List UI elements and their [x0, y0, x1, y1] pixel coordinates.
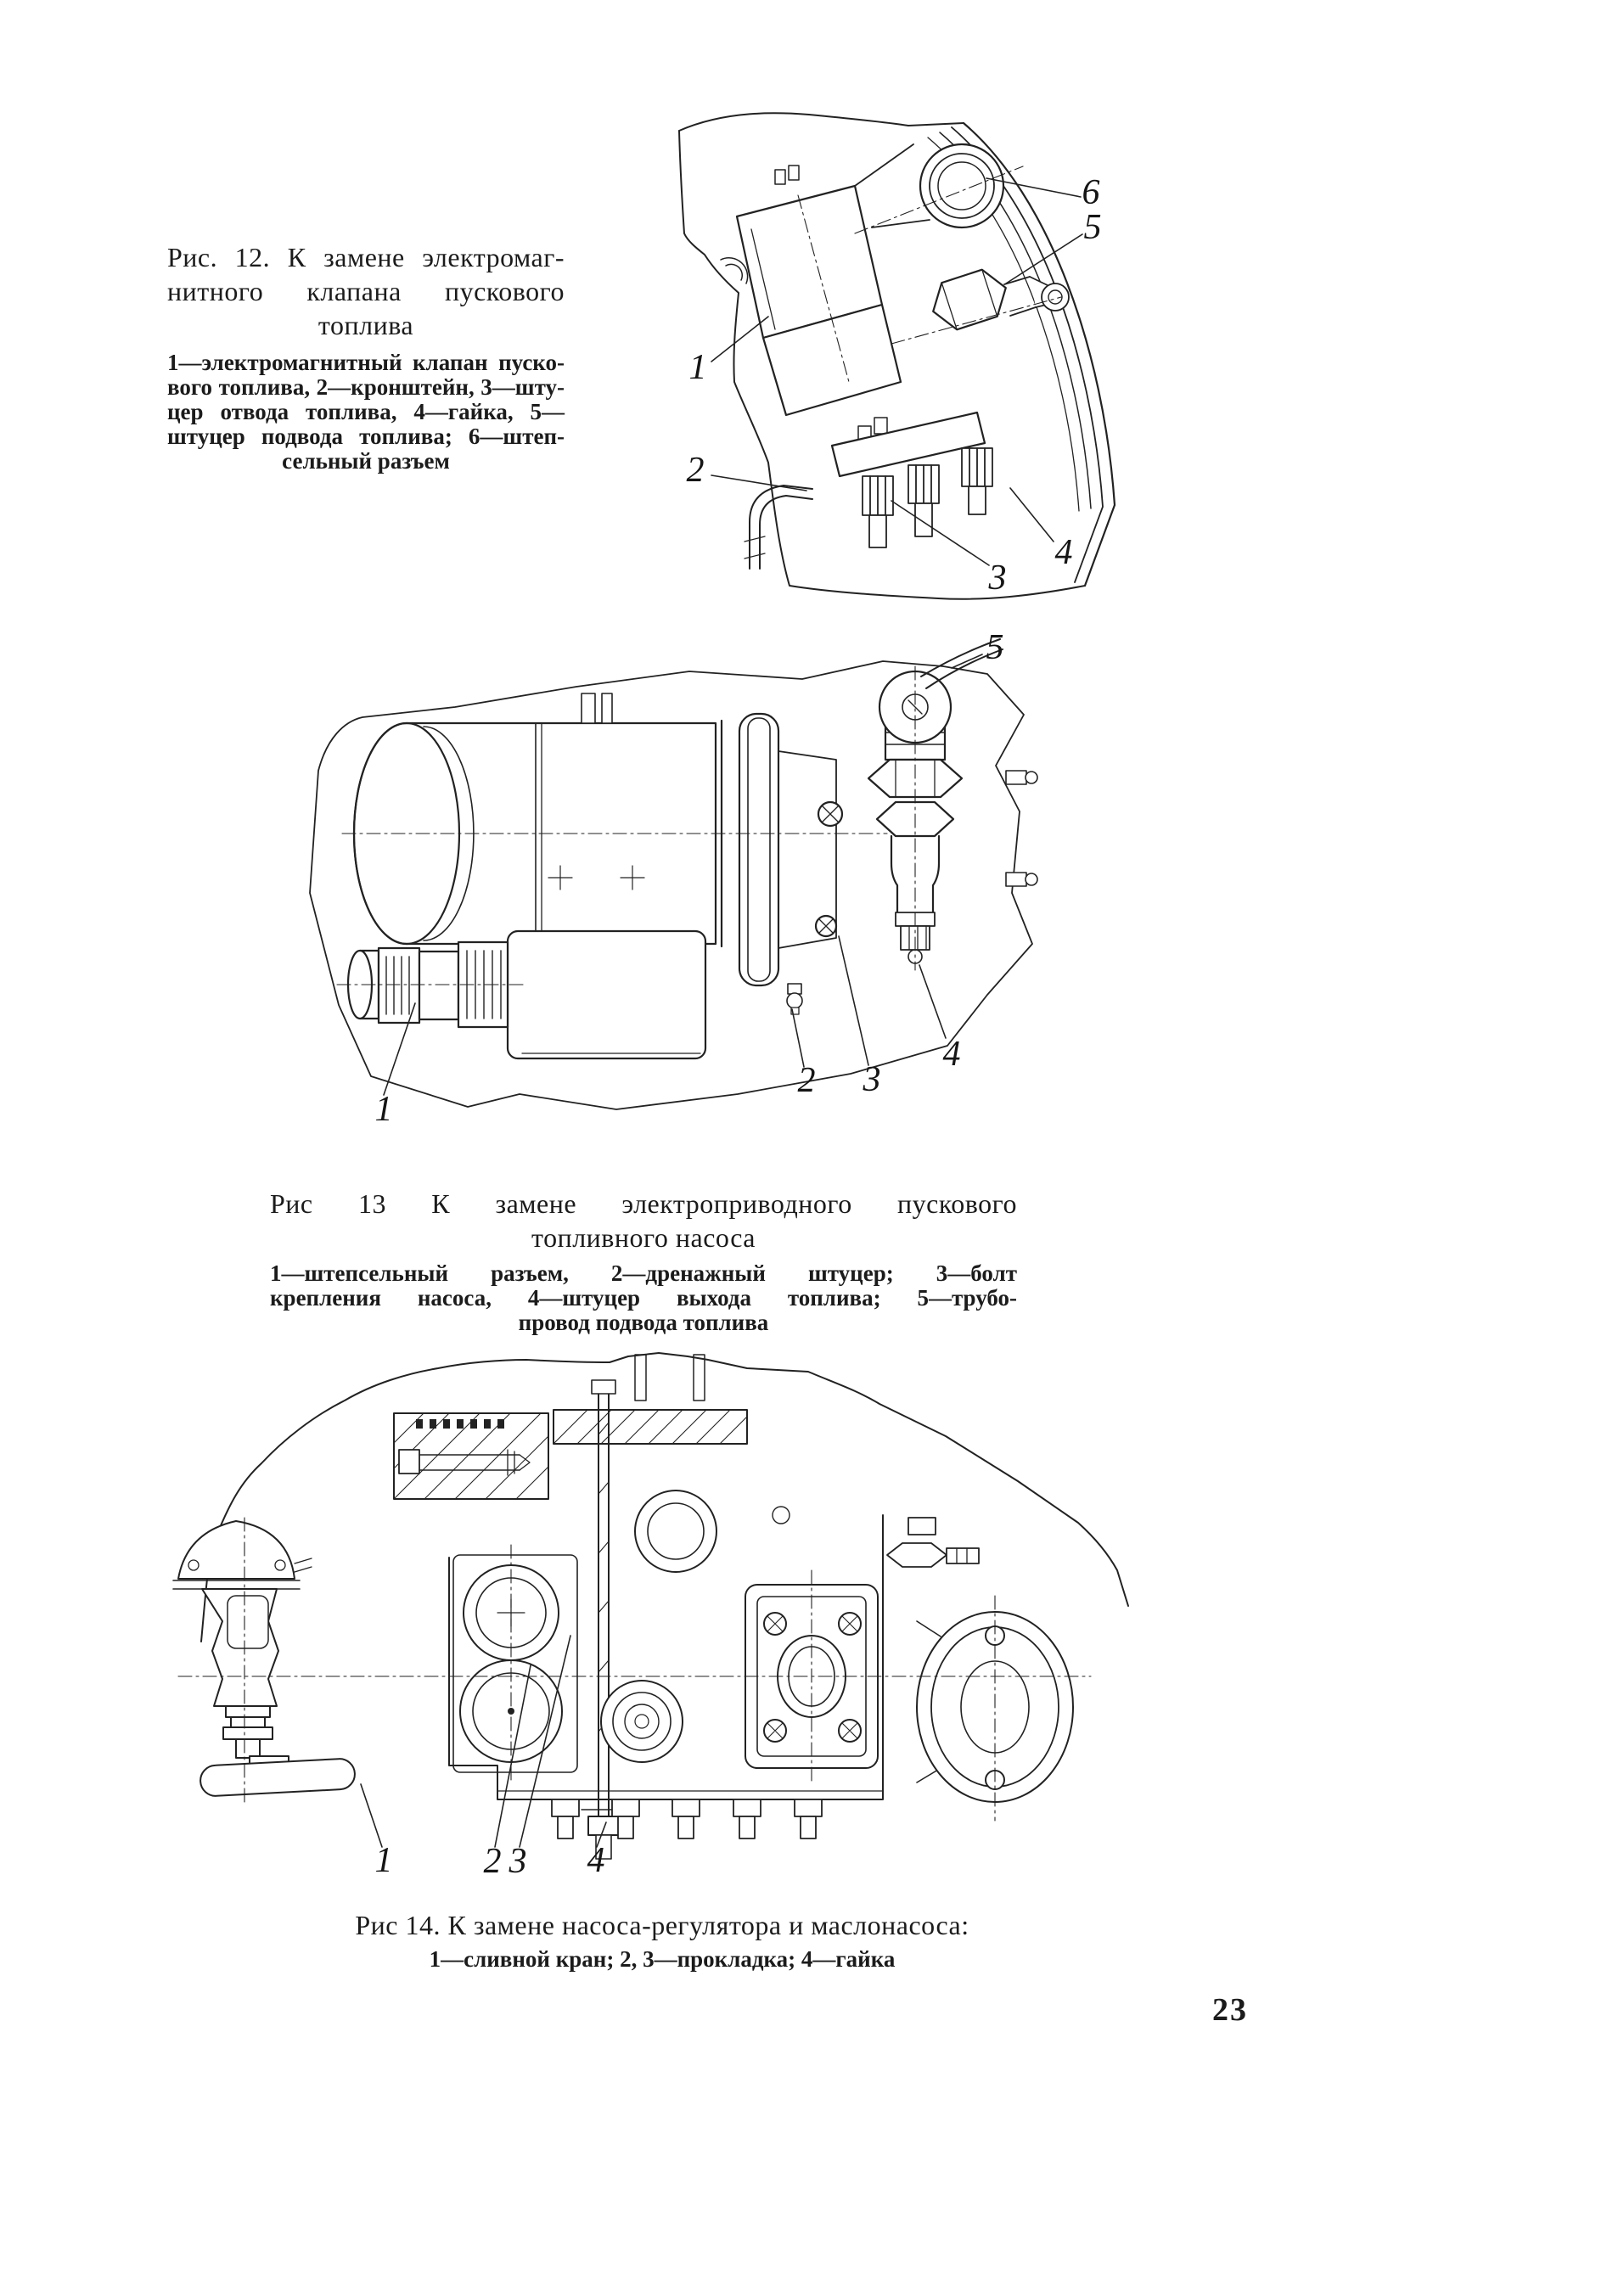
fig12-title-line: топлива — [317, 310, 414, 340]
fig12-legend-line: 1—электромагнитный клапан пуско- — [167, 350, 565, 375]
fig13-illustration — [309, 638, 1038, 1110]
fig13-callout-2: 2 — [797, 1061, 816, 1100]
fig12-callout-5: 5 — [1083, 208, 1102, 247]
fig13-title-line: Рис 13 К замене электроприводного пусков… — [270, 1188, 1017, 1219]
fig14-centerlines — [177, 1517, 1092, 1822]
fig13-leaders — [383, 654, 983, 1096]
fig13-lower-box — [506, 929, 707, 1060]
fig14-hatch-block-b — [416, 1409, 748, 1445]
fig13-legend-line: провод подвода топлива — [518, 1310, 769, 1335]
fig14-drawing: 1 2 3 4 — [102, 1341, 1172, 1889]
fig12-legend-line: сельный разъем — [282, 448, 450, 474]
fig13-drain-nipple — [786, 983, 803, 1015]
fig14-illustration — [172, 1352, 1129, 1860]
fig12-title-line: нитного клапана пускового — [167, 276, 565, 306]
fig14-upper-circle — [634, 1490, 717, 1573]
fig12-callout-6: 6 — [1082, 173, 1100, 212]
fig13-legend-line: 1—штепсельный разъем, 2—дренажный штуцер… — [270, 1260, 1017, 1286]
fig14-port-circles — [600, 1680, 683, 1763]
fig14-callout-4: 4 — [587, 1841, 605, 1880]
fig12-callout-2: 2 — [686, 451, 705, 490]
fig14-callout-1: 1 — [374, 1841, 393, 1880]
fig13-caption: Рис 13 К замене электроприводного пусков… — [270, 1187, 1017, 1335]
fig13-mount-flange — [738, 712, 844, 987]
fig12-fitting — [932, 268, 1070, 331]
fig14-drain-cock — [172, 1520, 356, 1797]
fig12-callout-4: 4 — [1054, 533, 1073, 572]
fig13-title-line: топливного насоса — [531, 1222, 756, 1253]
fig13-right-bolts — [1005, 770, 1038, 887]
fig12-legend-line: цер отвода топлива, 4—гайка, 5— — [167, 399, 565, 424]
fig14-right-fittings — [886, 1517, 980, 1568]
fig14-leaders — [360, 1635, 607, 1848]
fig14-callout-3: 3 — [509, 1842, 527, 1881]
fig12-drawing: 1 2 3 4 5 6 — [649, 93, 1146, 603]
fig13-legend-line: крепления насоса, 4—штуцер выхода топлив… — [270, 1285, 1017, 1311]
fig13-engine-outline — [309, 660, 1033, 1110]
fig13-callout-3: 3 — [863, 1060, 881, 1099]
fig13-callout-4: 4 — [942, 1035, 961, 1074]
fig12-leaders — [711, 177, 1083, 566]
fig13-pump-cylinder — [352, 693, 723, 948]
fig12-legend-line: вого топлива, 2—кронштейн, 3—шту- — [167, 374, 565, 400]
fig13-cross-marks — [548, 865, 645, 890]
fig14-callout-2: 2 — [483, 1842, 502, 1881]
fig14-legend: 1—сливной кран; 2, 3—прокладка; 4—гайка — [429, 1946, 896, 1972]
fig13-drawing: 1 2 3 4 5 — [242, 628, 1048, 1133]
fig13-supply-tube — [920, 638, 1003, 689]
fig12-illustration — [678, 112, 1116, 600]
fig14-title: Рис 14. К замене насоса-регулятора и мас… — [355, 1910, 969, 1940]
fig12-legend-line: штуцер подвода топлива; 6—штеп- — [167, 424, 565, 449]
fig12-caption: Рис. 12. К замене электромаг- нитного кл… — [167, 240, 565, 474]
fig14-casing-outline — [200, 1352, 1129, 1642]
fig13-centerlines — [336, 665, 916, 985]
fig14-bottom-nuts — [551, 1799, 823, 1839]
fig12-title-line: Рис. 12. К замене электромаг- — [167, 242, 565, 272]
fig12-callout-1: 1 — [688, 348, 707, 387]
fig13-callout-5: 5 — [986, 628, 1004, 667]
fig12-connector — [854, 143, 1005, 229]
fig12-engine-outline — [678, 112, 1116, 600]
page-number: 23 — [1212, 1992, 1248, 2028]
fig14-caption: Рис 14. К замене насоса-регулятора и мас… — [255, 1908, 1070, 1972]
fig13-callout-1: 1 — [374, 1090, 393, 1129]
fig12-flange — [830, 411, 993, 548]
fig12-centerlines — [797, 166, 1062, 383]
fig12-callout-3: 3 — [988, 559, 1007, 598]
fig12-tube — [744, 485, 813, 570]
fig12-bracket — [735, 165, 902, 417]
